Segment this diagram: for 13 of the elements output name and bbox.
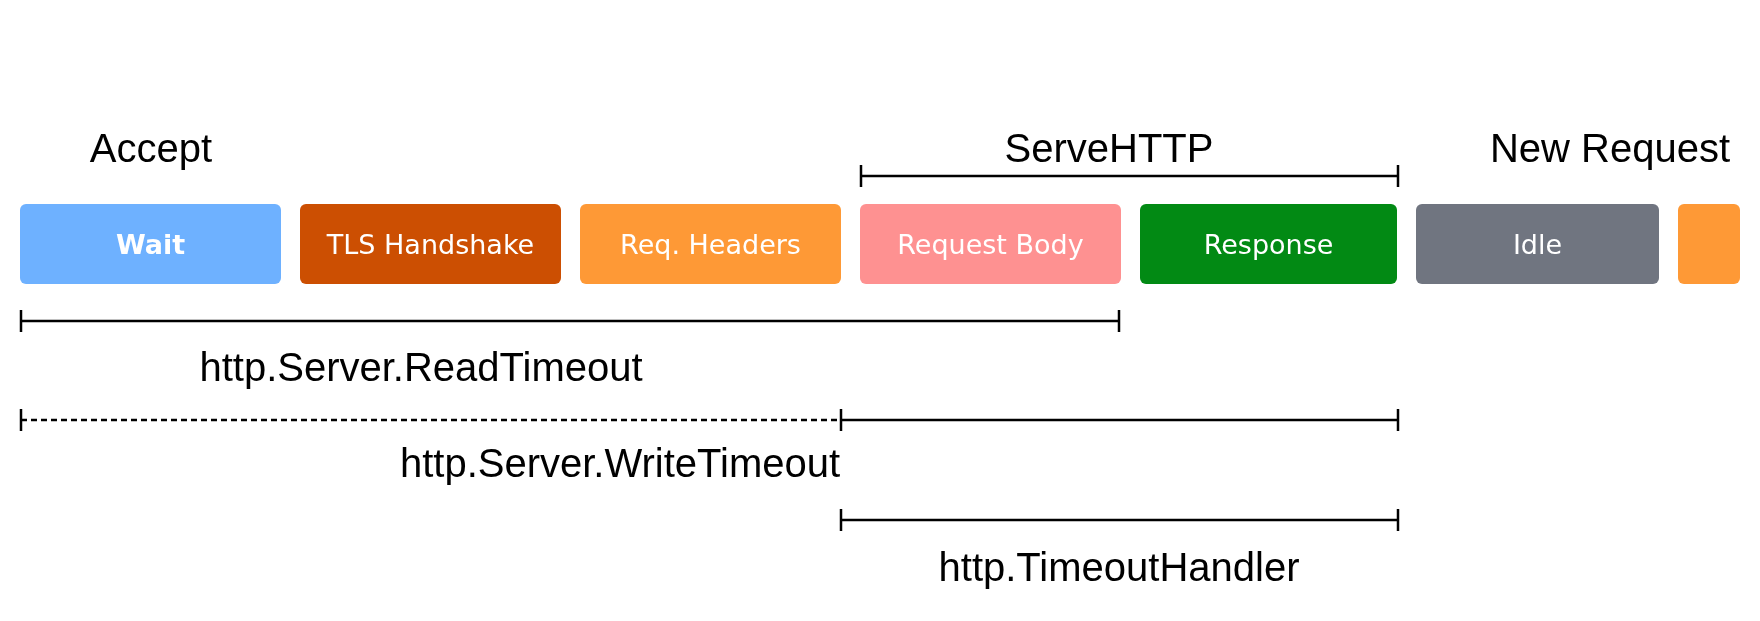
phase-label: New Request (1489, 128, 1731, 168)
phase-label: ServeHTTP (1004, 128, 1214, 168)
timeout-label: http.Server.ReadTimeout (199, 347, 643, 387)
phase-bar (1678, 204, 1740, 284)
timeout-label: http.Server.WriteTimeout (399, 443, 841, 483)
phase-bar: Response (1140, 204, 1397, 284)
phase-bar: Req. Headers (580, 204, 841, 284)
phase-bar: TLS Handshake (300, 204, 561, 284)
timeout-label: http.TimeoutHandler (938, 547, 1300, 587)
phase-bar: Idle (1416, 204, 1659, 284)
phase-label: Accept (89, 128, 213, 168)
phase-bar: Request Body (860, 204, 1121, 284)
phase-bar: Wait (20, 204, 281, 284)
